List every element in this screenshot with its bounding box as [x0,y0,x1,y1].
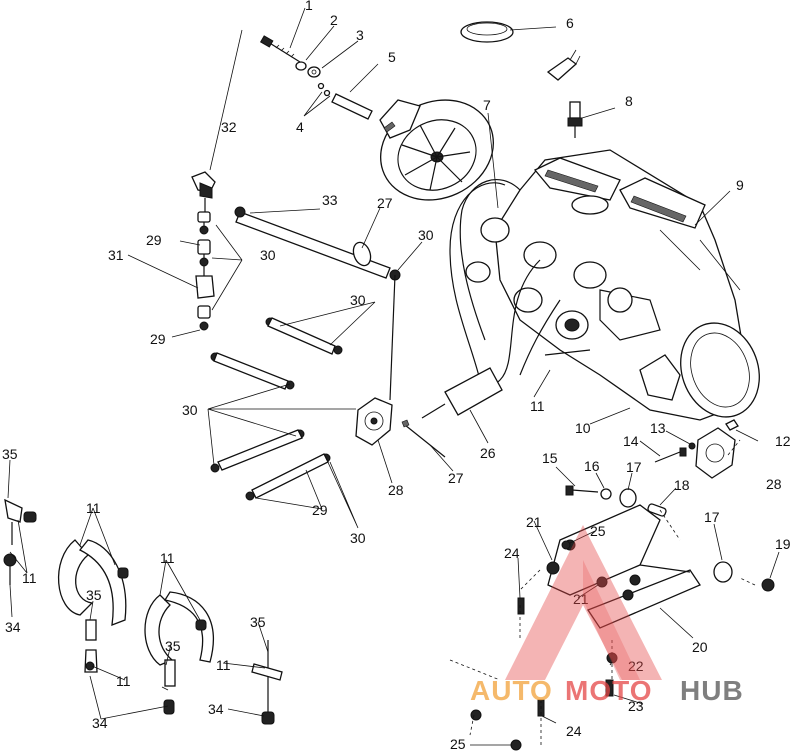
watermark-triangle [505,525,662,680]
callout-26: 26 [480,445,496,461]
watermark-moto: MOTO [565,675,652,706]
callout-35-right: 35 [250,614,266,630]
leader-lines [7,7,780,746]
callout-30-d: 30 [182,402,198,418]
watermark-auto: AUTO [470,675,553,706]
callout-11-engine: 11 [530,398,545,414]
callout-35-a: 35 [86,587,102,603]
washer-part-16 [600,488,612,500]
bolt-part-14 [654,442,696,463]
callout-6: 6 [566,15,574,31]
callout-24-bottom: 24 [566,723,582,739]
callout-4: 4 [296,119,304,135]
callout-30-a: 30 [418,227,434,243]
hose-loop-part-11-a [57,539,129,673]
callout-23: 23 [628,698,644,714]
nuts-part-21 [546,561,608,588]
callout-19: 19 [775,536,791,552]
callout-22: 22 [628,658,644,674]
nut-part-19 [761,578,775,592]
callout-34-left: 34 [5,619,21,635]
callout-11-a: 11 [86,500,101,516]
dashed-assembly-lines [449,439,756,745]
callout-12: 12 [775,433,791,449]
fuel-pump-part-28-left [355,397,393,446]
callout-27-lower: 27 [448,470,464,486]
fitting-part-35-left [3,498,37,585]
spark-plug-cap [546,49,583,138]
callout-11-c: 11 [216,657,231,673]
watermark-logo: AUTO MOTO HUB [470,525,744,706]
callout-21-top: 21 [526,514,542,530]
callout-20: 20 [692,639,708,655]
callout-28-right: 28 [766,476,782,492]
callout-30-e: 30 [350,530,366,546]
callout-33: 33 [322,192,338,208]
callout-30-c: 30 [350,292,366,308]
bolt-part-23 [605,679,614,697]
cap-part-6 [460,21,514,43]
screw-part-1 [259,35,301,63]
clamp-part-27-upper [352,241,372,267]
recoil-housing [379,99,494,201]
clips-part-4 [317,82,331,97]
callout-11-left: 11 [22,570,37,586]
callout-35-b: 35 [165,638,181,654]
bracket-part-20 [547,504,701,629]
fitting-part-35-right [251,640,283,725]
callout-29-lower: 29 [312,502,328,518]
callout-15: 15 [542,450,558,466]
callout-35-left: 35 [2,446,18,462]
hoses-part-30 [213,274,396,499]
callout-17-top: 17 [626,459,642,475]
fuel-filter-part-26 [421,367,503,419]
valve-part-32 [191,171,216,212]
grommet-part-17 [619,488,733,583]
callout-14: 14 [623,433,639,449]
callout-30-b: 30 [260,247,276,263]
callout-24-top: 24 [504,545,520,561]
callout-25-top: 25 [590,523,606,539]
bushing-part-3 [307,66,321,78]
callout-17-right: 17 [704,509,720,525]
callout-8: 8 [625,93,633,109]
fuel-pump-part-28-right [695,419,739,479]
watermark-hub: HUB [680,675,744,706]
callout-13: 13 [650,420,666,436]
callout-27-upper: 27 [377,195,393,211]
callout-11-b: 11 [160,550,175,566]
washer-part-2 [295,61,307,71]
callout-29-bottom: 29 [150,331,166,347]
callout-5: 5 [388,49,396,65]
callout-31: 31 [108,247,124,263]
bolt-part-15 [565,485,599,496]
callout-34-b: 34 [208,701,224,717]
callout-11-d: 11 [116,673,131,689]
callout-25-bottom: 25 [450,736,466,751]
callout-9: 9 [736,177,744,193]
hose-loop-part-11-b [144,591,214,715]
callout-29-top: 29 [146,232,162,248]
callout-28-left: 28 [388,482,404,498]
pin-part-5 [331,93,373,120]
callout-10: 10 [575,420,591,436]
callout-32: 32 [221,119,237,135]
spacer-part-18 [647,503,667,517]
callout-2: 2 [330,12,338,28]
callout-1: 1 [305,0,313,13]
callout-7: 7 [483,97,491,113]
fittings-part-29-31 [195,211,215,331]
callout-18: 18 [674,477,690,493]
pin-part-27-lower [401,419,446,458]
callout-16: 16 [584,458,600,474]
engine-assembly [449,149,760,421]
callout-34-a: 34 [92,715,108,731]
callout-21-mid: 21 [573,591,589,607]
callout-3: 3 [356,27,364,43]
hose-part-33 [234,206,391,279]
